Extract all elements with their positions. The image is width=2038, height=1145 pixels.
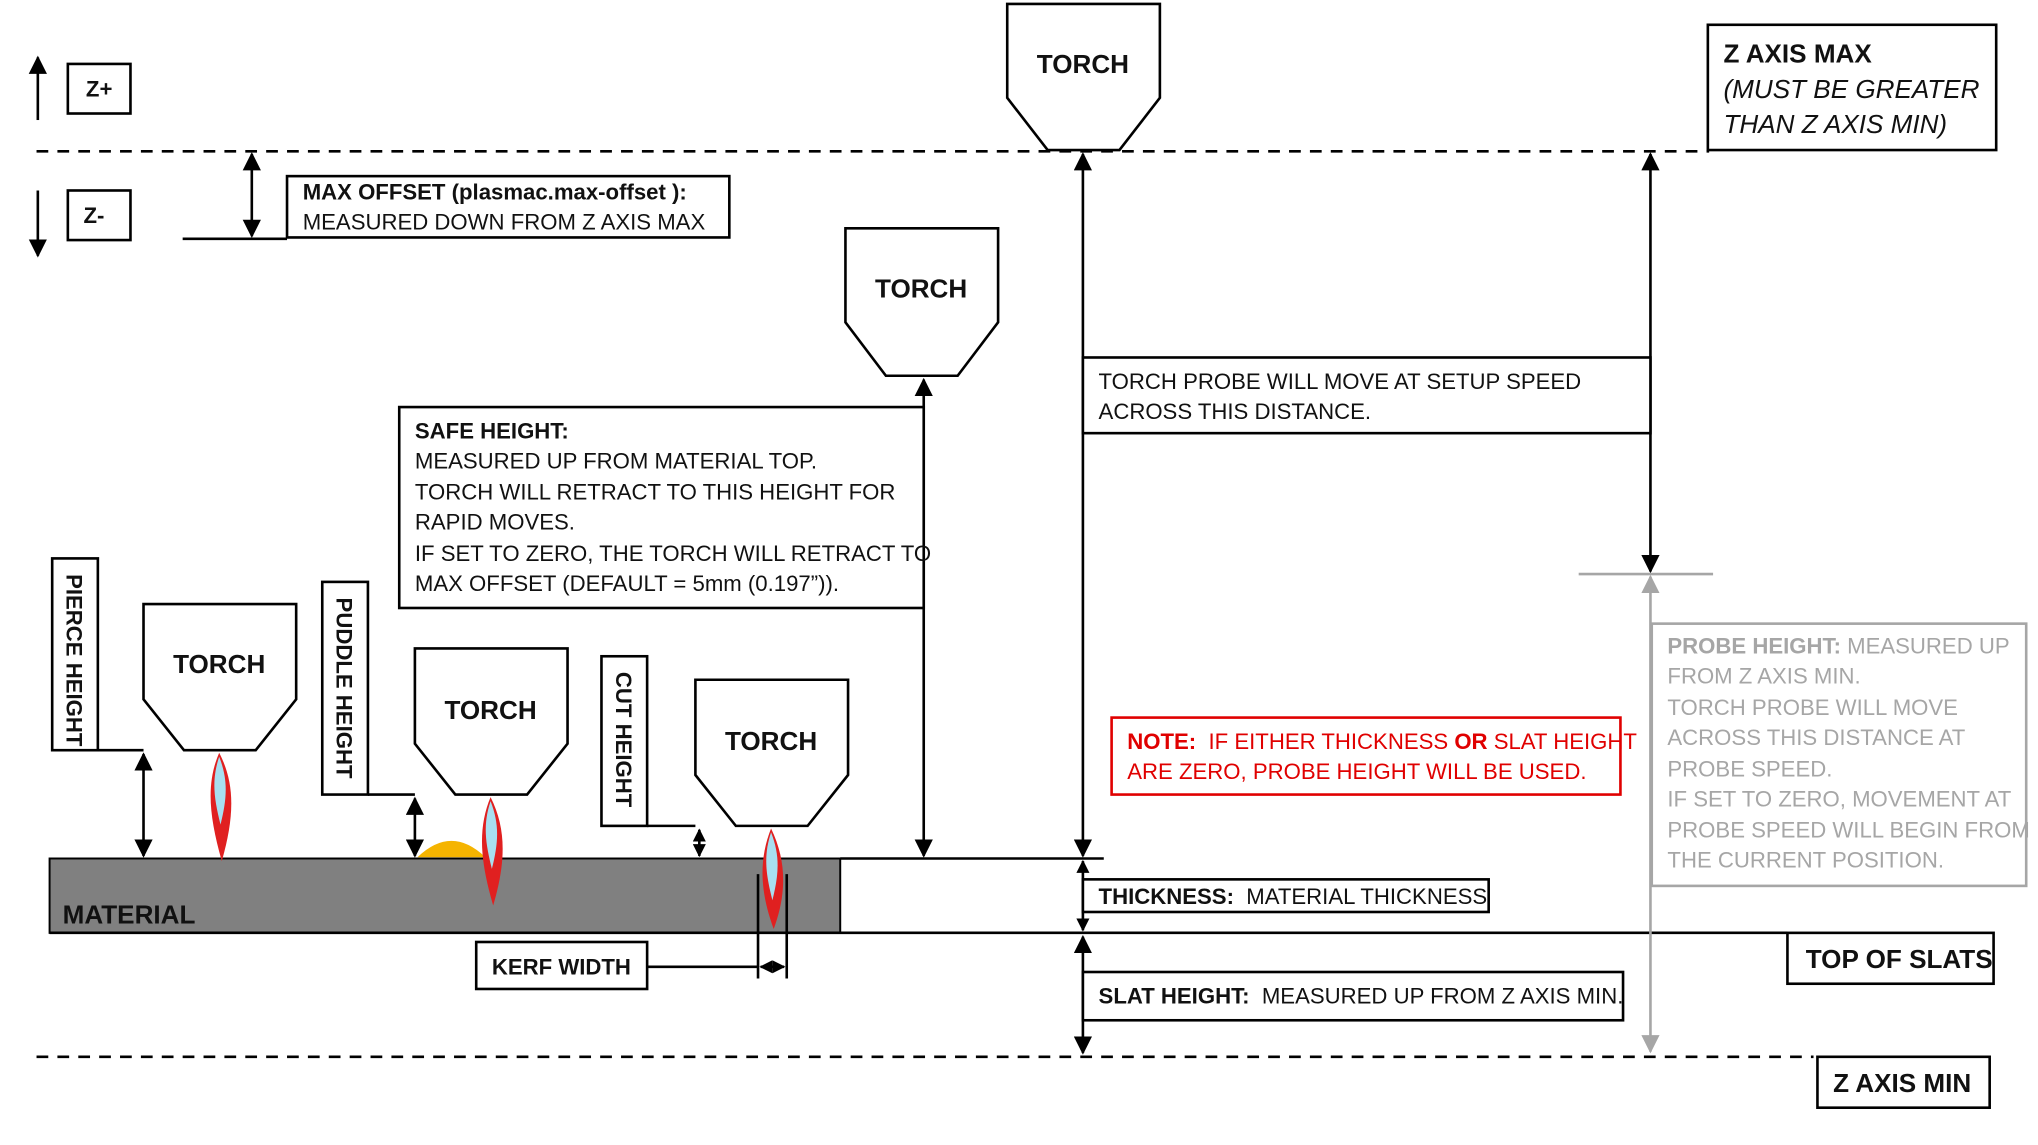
- pierce-height-group: PIERCE HEIGHT TORCH: [50, 557, 298, 862]
- puddle-height-group: PUDDLE HEIGHT TORCH: [320, 580, 569, 906]
- torch-label: TORCH: [725, 726, 817, 756]
- z-plus-label: Z+: [86, 77, 113, 102]
- torch-pierce: [142, 602, 298, 752]
- material-label: MATERIAL: [63, 900, 196, 930]
- z-axis-max-note-1: (MUST BE GREATER: [1724, 74, 1980, 104]
- top-of-slats-label: TOP OF SLATS: [1806, 944, 1993, 974]
- z-axis-max-note-2: THAN Z AXIS MIN): [1724, 109, 1948, 139]
- thickness-title: THICKNESS:: [1099, 884, 1234, 909]
- note-text-2: SLAT HEIGHT: [1494, 729, 1638, 754]
- torch-top: TORCH: [1005, 2, 1162, 152]
- setup-speed-line-2: ACROSS THIS DISTANCE.: [1099, 399, 1371, 424]
- probe-height-line: TORCH PROBE WILL MOVE: [1667, 695, 1958, 720]
- note-label: NOTE:: [1127, 729, 1196, 754]
- kerf-width-annotation: KERF WIDTH: [474, 874, 789, 991]
- slat-height-annotation: SLAT HEIGHT: MEASURED UP FROM Z AXIS MIN…: [1073, 934, 1625, 1055]
- probe-height-line: IF SET TO ZERO, MOVEMENT AT: [1667, 786, 2011, 811]
- top-of-slats-box: TOP OF SLATS: [1786, 931, 1995, 986]
- z-minus-indicator: Z-: [28, 189, 132, 258]
- probe-height-first: MEASURED UP: [1847, 634, 2010, 659]
- torch-label: TORCH: [1037, 49, 1129, 79]
- probe-height-group: PROBE HEIGHT: MEASURED UP FROM Z AXIS MI…: [1578, 572, 2030, 1054]
- probe-height-line: PROBE SPEED.: [1667, 756, 1832, 781]
- setup-speed-line-1: TORCH PROBE WILL MOVE AT SETUP SPEED: [1099, 369, 1582, 394]
- z-axis-min-box: Z AXIS MIN: [1816, 1055, 1991, 1109]
- cut-height-group: CUT HEIGHT TORCH: [600, 654, 850, 929]
- safe-height-line: RAPID MOVES.: [415, 510, 575, 535]
- svg-text:PROBE HEIGHT: MEASURED UP: PROBE HEIGHT: MEASURED UP: [1667, 634, 2009, 659]
- svg-text:THICKNESS: MATERIAL THICKNESS: THICKNESS: MATERIAL THICKNESS: [1099, 884, 1488, 909]
- slat-height-desc: MEASURED UP FROM Z AXIS MIN.: [1262, 983, 1624, 1008]
- thickness-annotation: THICKNESS: MATERIAL THICKNESS: [1076, 859, 1490, 932]
- kerf-width-label: KERF WIDTH: [492, 955, 631, 980]
- max-offset-title: MAX OFFSET (plasmac.max-offset ):: [303, 180, 687, 205]
- safe-height-line: IF SET TO ZERO, THE TORCH WILL RETRACT T…: [415, 541, 931, 566]
- material: MATERIAL: [48, 857, 842, 934]
- plasma-arc: [481, 797, 503, 906]
- svg-text:SLAT HEIGHT: MEASURED UP FROM: SLAT HEIGHT: MEASURED UP FROM Z AXIS MIN…: [1099, 983, 1624, 1008]
- z-axis-max-box: Z AXIS MAX (MUST BE GREATER THAN Z AXIS …: [1706, 23, 1998, 152]
- probe-height-title: PROBE HEIGHT:: [1667, 634, 1841, 659]
- safe-height-line: MEASURED UP FROM MATERIAL TOP.: [415, 448, 817, 473]
- note-text-1: IF EITHER THICKNESS: [1209, 729, 1449, 754]
- svg-text:NOTE: IF EITHER THICKNESS OR: NOTE: IF EITHER THICKNESS OR SLAT HEIGHT: [1127, 729, 1637, 754]
- z-axis-min-label: Z AXIS MIN: [1833, 1068, 1971, 1098]
- probe-height-line: ACROSS THIS DISTANCE AT: [1667, 725, 1965, 750]
- safe-height-line: MAX OFFSET (DEFAULT = 5mm (0.197”)).: [415, 571, 839, 596]
- plasma-arc: [210, 752, 232, 862]
- setup-speed-box: TORCH PROBE WILL MOVE AT SETUP SPEED ACR…: [1081, 356, 1652, 435]
- torch-label: TORCH: [875, 273, 967, 303]
- torch-cut: [694, 678, 850, 828]
- note-emphasis: OR: [1454, 729, 1487, 754]
- puddle-height-label: PUDDLE HEIGHT: [332, 598, 357, 779]
- probe-height-line: PROBE SPEED WILL BEGIN FROM: [1667, 818, 2029, 843]
- safe-height-line: TORCH WILL RETRACT TO THIS HEIGHT FOR: [415, 480, 896, 505]
- safe-height-title: SAFE HEIGHT:: [415, 418, 569, 443]
- z-plus-indicator: Z+: [28, 55, 132, 121]
- plasma-arc: [762, 828, 784, 929]
- max-offset-annotation: MAX OFFSET (plasmac.max-offset ): MEASUR…: [182, 152, 731, 241]
- z-minus-label: Z-: [83, 203, 104, 228]
- note-line-2: ARE ZERO, PROBE HEIGHT WILL BE USED.: [1127, 759, 1586, 784]
- torch-label: TORCH: [444, 695, 536, 725]
- torch-puddle: [413, 647, 569, 796]
- safe-height-box: SAFE HEIGHT: MEASURED UP FROM MATERIAL T…: [397, 405, 931, 610]
- slat-height-title: SLAT HEIGHT:: [1099, 983, 1250, 1008]
- torch-safe-height: TORCH: [844, 227, 1000, 378]
- pierce-height-label: PIERCE HEIGHT: [62, 574, 87, 747]
- probe-height-line: FROM Z AXIS MIN.: [1667, 664, 1860, 689]
- note-box: NOTE: IF EITHER THICKNESS OR SLAT HEIGHT…: [1110, 716, 1637, 796]
- thickness-desc: MATERIAL THICKNESS: [1246, 884, 1487, 909]
- torch-label: TORCH: [173, 649, 265, 679]
- z-axis-max-title: Z AXIS MAX: [1724, 39, 1873, 69]
- cut-height-label: CUT HEIGHT: [611, 672, 636, 808]
- probe-height-line: THE CURRENT POSITION.: [1667, 848, 1944, 873]
- puddle: [417, 840, 486, 858]
- max-offset-desc: MEASURED DOWN FROM Z AXIS MAX: [303, 210, 706, 235]
